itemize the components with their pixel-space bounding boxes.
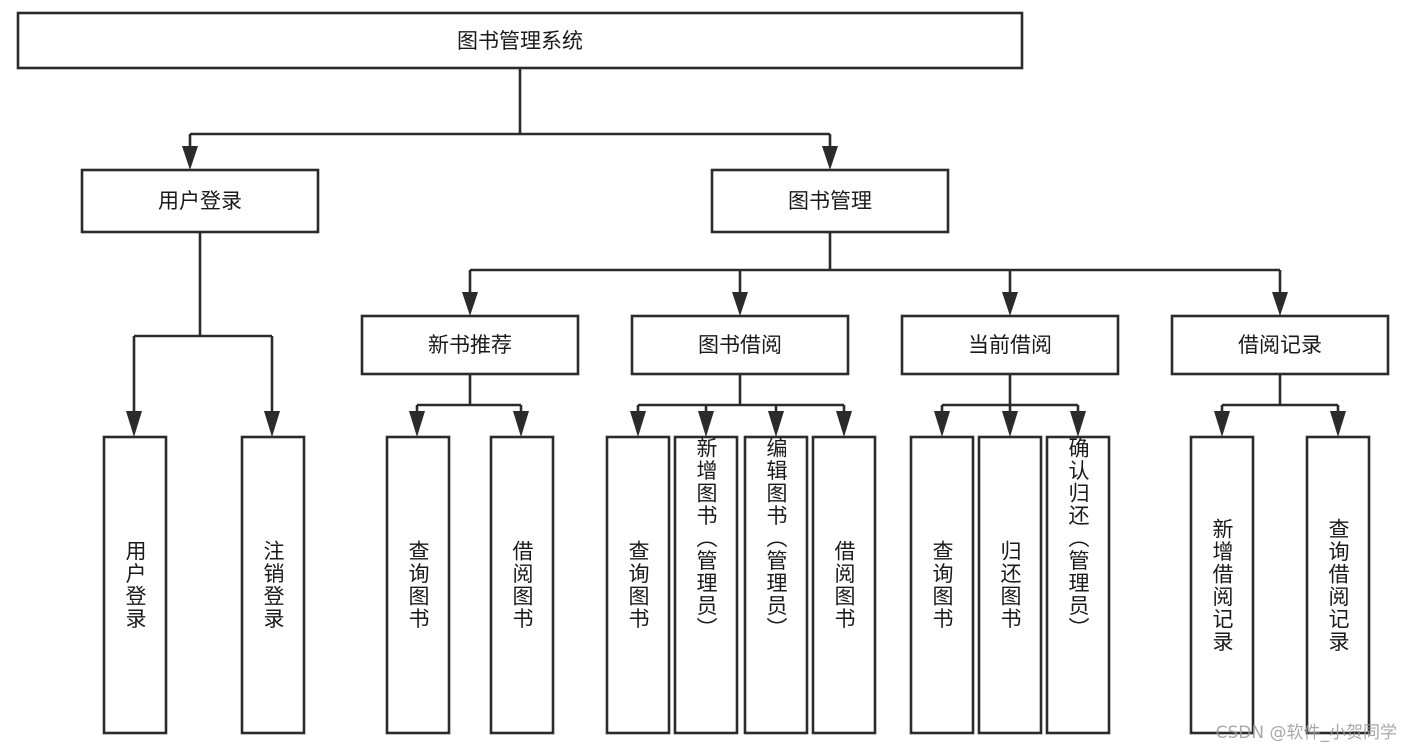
- arrowhead-book-borrow: [732, 292, 748, 316]
- leaf-box-new-book-1[interactable]: [489, 435, 555, 735]
- arrowhead-nb-leaf-1: [513, 411, 529, 437]
- node-new-book-recommend-label: 新书推荐: [428, 333, 512, 357]
- node-book-borrow[interactable]: 图书借阅: [630, 314, 850, 376]
- arrow-head-layer: [126, 146, 1346, 437]
- node-new-book-recommend-box[interactable]: [360, 314, 580, 376]
- arrowhead-br-leaf-0: [1214, 411, 1230, 437]
- arrowhead-user-login: [182, 146, 198, 170]
- arrowhead-cb-leaf-1: [1002, 411, 1018, 437]
- leaf-box-user-login-0[interactable]: [102, 435, 168, 735]
- node-borrow-record-label: 借阅记录: [1238, 333, 1322, 357]
- arrowhead-new-book: [462, 292, 478, 316]
- node-user-login-box[interactable]: [80, 168, 320, 234]
- leaf-box-current-borrow-2[interactable]: [1045, 435, 1111, 735]
- leaf-box-book-borrow-3[interactable]: [811, 435, 877, 735]
- arrowhead-ul-leaf-1: [264, 411, 280, 437]
- arrowhead-borrow-record: [1272, 292, 1288, 316]
- arrowhead-bb-leaf-3: [836, 411, 852, 437]
- leaf-box-book-borrow-0[interactable]: [605, 435, 671, 735]
- node-borrow-record-box[interactable]: [1170, 314, 1390, 376]
- leaf-box-book-borrow-2[interactable]: [743, 435, 809, 735]
- node-current-borrow-label: 当前借阅: [968, 333, 1052, 357]
- arrowhead-br-leaf-1: [1330, 411, 1346, 437]
- arrowhead-current-borrow: [1002, 292, 1018, 316]
- arrowhead-cb-leaf-2: [1070, 411, 1086, 437]
- arrowhead-nb-leaf-0: [409, 411, 425, 437]
- node-user-login[interactable]: 用户登录: [80, 168, 320, 234]
- node-root-box[interactable]: [16, 11, 1024, 70]
- arrowhead-cb-leaf-0: [934, 411, 950, 437]
- node-book-manage-box[interactable]: [710, 168, 950, 234]
- node-root[interactable]: 图书管理系统: [16, 11, 1024, 70]
- node-book-borrow-box[interactable]: [630, 314, 850, 376]
- arrowhead-ul-leaf-0: [126, 411, 142, 437]
- leaf-layer: [102, 435, 1371, 735]
- node-borrow-record[interactable]: 借阅记录: [1170, 314, 1390, 376]
- leaf-box-user-login-1[interactable]: [240, 435, 306, 735]
- node-book-manage[interactable]: 图书管理: [710, 168, 950, 234]
- arrowhead-book-manage: [822, 146, 838, 170]
- leaf-box-current-borrow-1[interactable]: [977, 435, 1043, 735]
- node-new-book-recommend[interactable]: 新书推荐: [360, 314, 580, 376]
- leaf-box-new-book-0[interactable]: [385, 435, 451, 735]
- node-book-borrow-label: 图书借阅: [698, 333, 782, 357]
- node-user-login-label: 用户登录: [158, 189, 242, 213]
- node-current-borrow-box[interactable]: [900, 314, 1120, 376]
- node-current-borrow[interactable]: 当前借阅: [900, 314, 1120, 376]
- node-book-manage-label: 图书管理: [788, 189, 872, 213]
- arrowhead-bb-leaf-0: [630, 411, 646, 437]
- node-layer: 图书管理系统 用户登录 图书管理 新书推荐 图书借阅 当前: [16, 11, 1390, 376]
- leaf-box-book-borrow-1[interactable]: [673, 435, 739, 735]
- arrowhead-bb-leaf-1: [698, 411, 714, 437]
- leaf-box-current-borrow-0[interactable]: [909, 435, 975, 735]
- arrowhead-bb-leaf-2: [768, 411, 784, 437]
- leaf-box-borrow-record-0[interactable]: [1189, 435, 1255, 735]
- node-root-label: 图书管理系统: [457, 29, 583, 53]
- leaf-box-borrow-record-1[interactable]: [1305, 435, 1371, 735]
